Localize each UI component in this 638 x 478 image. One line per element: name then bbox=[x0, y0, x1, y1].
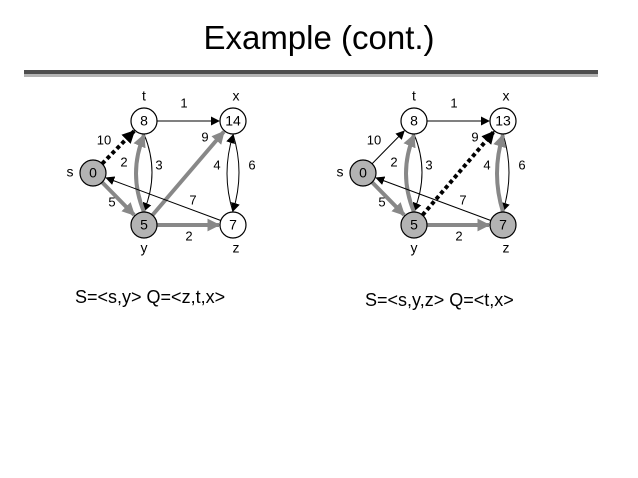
vertex-distance-y: 5 bbox=[140, 217, 148, 233]
edge-s-t bbox=[371, 130, 405, 165]
edge-weight-t-y: 2 bbox=[390, 154, 397, 169]
slide-title: Example (cont.) bbox=[203, 19, 435, 56]
title-rule bbox=[24, 70, 598, 74]
vertex-t: 8 bbox=[130, 107, 158, 135]
vertex-x: 14 bbox=[219, 107, 247, 135]
edge-weight-y-x: 9 bbox=[471, 129, 478, 144]
vertex-distance-x: 13 bbox=[495, 113, 511, 129]
vertex-x: 13 bbox=[489, 107, 517, 135]
edge-z-s bbox=[105, 176, 221, 221]
vertex-z: 7 bbox=[489, 211, 517, 239]
edge-weight-t-x: 1 bbox=[180, 95, 187, 110]
vertex-name-s: s bbox=[337, 164, 344, 180]
vertex-z: 7 bbox=[219, 211, 247, 239]
vertex-name-x: x bbox=[503, 88, 510, 104]
vertex-distance-s: 0 bbox=[359, 165, 367, 181]
edge-t-y bbox=[412, 133, 423, 212]
edge-weight-y-t: 3 bbox=[155, 157, 162, 172]
edge-weight-s-t: 10 bbox=[97, 132, 111, 147]
edge-z-x bbox=[226, 134, 235, 213]
edge-y-t bbox=[403, 133, 416, 213]
vertex-name-y: y bbox=[411, 240, 418, 256]
vertex-s: 0 bbox=[349, 159, 377, 187]
edge-weight-x-z: 4 bbox=[483, 157, 490, 172]
edge-weight-s-y: 5 bbox=[378, 194, 385, 209]
vertex-distance-x: 14 bbox=[225, 113, 241, 129]
vertex-name-x: x bbox=[233, 88, 240, 104]
edge-weight-s-t: 10 bbox=[367, 132, 381, 147]
edge-s-t bbox=[100, 129, 136, 166]
edge-weight-s-y: 5 bbox=[108, 194, 115, 209]
caption-right: S=<s,y,z> Q=<t,x> bbox=[365, 290, 514, 310]
edge-weight-y-x: 9 bbox=[201, 129, 208, 144]
edge-s-y bbox=[100, 180, 136, 217]
graph-left: 10 5 1 2 3 94 6 7 2 0s 8 t 14 x 5 y 7 z bbox=[67, 88, 256, 256]
vertex-name-t: t bbox=[142, 88, 146, 104]
edge-weight-z-s: 7 bbox=[459, 192, 466, 207]
edge-z-s bbox=[375, 176, 491, 221]
edge-y-x bbox=[150, 130, 226, 217]
vertex-y: 5 bbox=[400, 211, 428, 239]
vertex-distance-t: 8 bbox=[410, 113, 418, 129]
vertex-name-z: z bbox=[503, 240, 510, 256]
vertex-distance-z: 7 bbox=[229, 217, 237, 233]
vertex-s: 0 bbox=[79, 159, 107, 187]
edge-weight-y-z: 2 bbox=[185, 228, 192, 243]
caption-left: S=<s,y> Q=<z,t,x> bbox=[75, 287, 226, 307]
edge-x-z bbox=[501, 133, 510, 212]
vertex-y: 5 bbox=[130, 211, 158, 239]
vertex-distance-t: 8 bbox=[140, 113, 148, 129]
graph-right: 10 5 1 2 3 94 6 7 2 0s 8 t 13 x 5 y 7 z bbox=[337, 88, 526, 256]
vertex-t: 8 bbox=[400, 107, 428, 135]
edge-s-y bbox=[370, 180, 406, 217]
edge-t-y bbox=[142, 133, 153, 212]
edge-y-x bbox=[420, 130, 496, 217]
edge-weight-z-x: 6 bbox=[248, 157, 255, 172]
vertex-name-y: y bbox=[141, 240, 148, 256]
vertex-name-t: t bbox=[412, 88, 416, 104]
title-rule-shadow bbox=[24, 74, 598, 77]
edge-weight-y-z: 2 bbox=[455, 228, 462, 243]
edge-x-z bbox=[231, 133, 240, 212]
vertex-name-z: z bbox=[233, 240, 240, 256]
edge-z-x bbox=[493, 133, 506, 213]
edge-y-t bbox=[133, 133, 146, 213]
edge-weight-x-z: 4 bbox=[213, 157, 220, 172]
edge-weight-t-y: 2 bbox=[120, 154, 127, 169]
edge-weight-t-x: 1 bbox=[450, 95, 457, 110]
vertex-distance-y: 5 bbox=[410, 217, 418, 233]
edge-weight-z-x: 6 bbox=[518, 157, 525, 172]
vertex-distance-s: 0 bbox=[89, 165, 97, 181]
edge-weight-z-s: 7 bbox=[189, 192, 196, 207]
edge-weight-y-t: 3 bbox=[425, 157, 432, 172]
vertex-name-s: s bbox=[67, 164, 74, 180]
vertex-distance-z: 7 bbox=[499, 217, 507, 233]
